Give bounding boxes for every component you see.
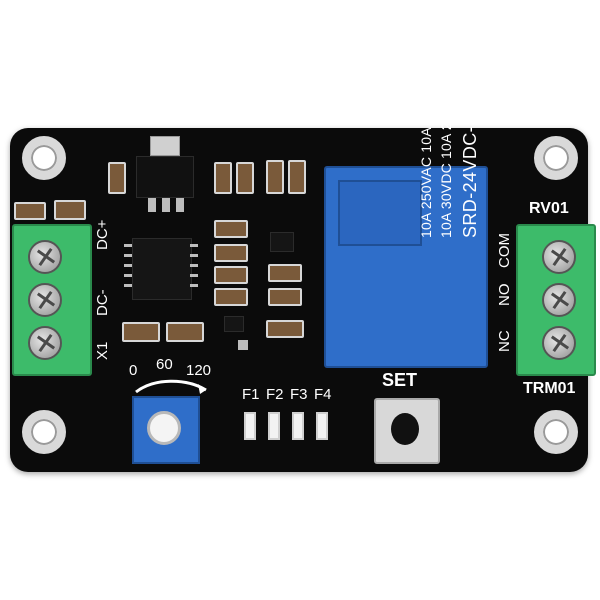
smd-resistor: [108, 162, 126, 194]
label-f1: F1: [242, 386, 260, 403]
relay-emboss-rect: [338, 180, 422, 246]
led-f1: [244, 412, 256, 440]
mounting-hole-bottom-left: [22, 410, 66, 454]
smd-capacitor: [54, 200, 86, 220]
chip-pins-right: [190, 238, 198, 298]
screw-icon: [28, 283, 62, 317]
smd-resistor: [214, 288, 248, 306]
mounting-hole-bottom-right: [534, 410, 578, 454]
mounting-hole-top-left: [22, 136, 66, 180]
set-label: SET: [382, 370, 418, 390]
label-dc-plus: DC+: [94, 219, 111, 250]
screw-icon: [542, 326, 576, 360]
transistor: [270, 232, 294, 252]
pot-scale-0: 0: [129, 362, 138, 379]
label-com: COM: [496, 233, 513, 268]
set-button-cap[interactable]: [391, 413, 419, 445]
pad: [238, 340, 248, 350]
transistor: [224, 316, 244, 332]
screw-icon: [542, 240, 576, 274]
label-x1: X1: [94, 341, 111, 360]
led-f4: [316, 412, 328, 440]
relay-label: 10A 250VAC 10A 125VAC 10A 30VDC 10A 28VD…: [418, 38, 498, 238]
smd-resistor: [268, 288, 302, 306]
screw-icon: [28, 326, 62, 360]
label-f4: F4: [314, 386, 332, 403]
relay-rating-line-2: 10A 30VDC 10A 28VDC: [438, 83, 454, 238]
led-f2: [268, 412, 280, 440]
smd-resistor: [236, 162, 254, 194]
pot-scale-120: 120: [186, 362, 212, 379]
screw-icon: [542, 283, 576, 317]
smd-resistor: [214, 162, 232, 194]
chip-pins-left: [124, 238, 132, 298]
label-f3: F3: [290, 386, 308, 403]
pot-scale-60: 60: [156, 356, 173, 373]
microcontroller-chip: [132, 238, 192, 300]
mounting-hole-top-right: [534, 136, 578, 180]
pot-arc-arrow-icon: [135, 379, 207, 394]
regulator-leg: [148, 198, 156, 212]
smd-capacitor: [166, 322, 204, 342]
smd-resistor: [288, 160, 306, 194]
relay-rating-line-1: 10A 250VAC 10A 125VAC: [418, 71, 434, 238]
screw-icon: [28, 240, 62, 274]
smd-capacitor: [122, 322, 160, 342]
smd-resistor: [268, 264, 302, 282]
label-no: NO: [496, 283, 513, 307]
label-f2: F2: [266, 386, 284, 403]
smd-capacitor: [214, 266, 248, 284]
relay-model: SRD-24VDC-SL-C: [460, 83, 480, 238]
label-nc: NC: [496, 330, 513, 352]
voltage-regulator: [136, 156, 194, 198]
smd-resistor: [266, 160, 284, 194]
regulator-leg: [162, 198, 170, 212]
label-trm01: TRM01: [523, 380, 576, 397]
label-dc-minus: DC-: [94, 289, 111, 316]
regulator-tab: [150, 136, 180, 156]
smd-capacitor: [214, 244, 248, 262]
label-rv01: RV01: [529, 200, 569, 217]
smd-resistor: [266, 320, 304, 338]
led-f3: [292, 412, 304, 440]
smd-capacitor: [14, 202, 46, 220]
regulator-leg: [176, 198, 184, 212]
smd-capacitor: [214, 220, 248, 238]
pot-dial-icon[interactable]: [147, 411, 181, 445]
